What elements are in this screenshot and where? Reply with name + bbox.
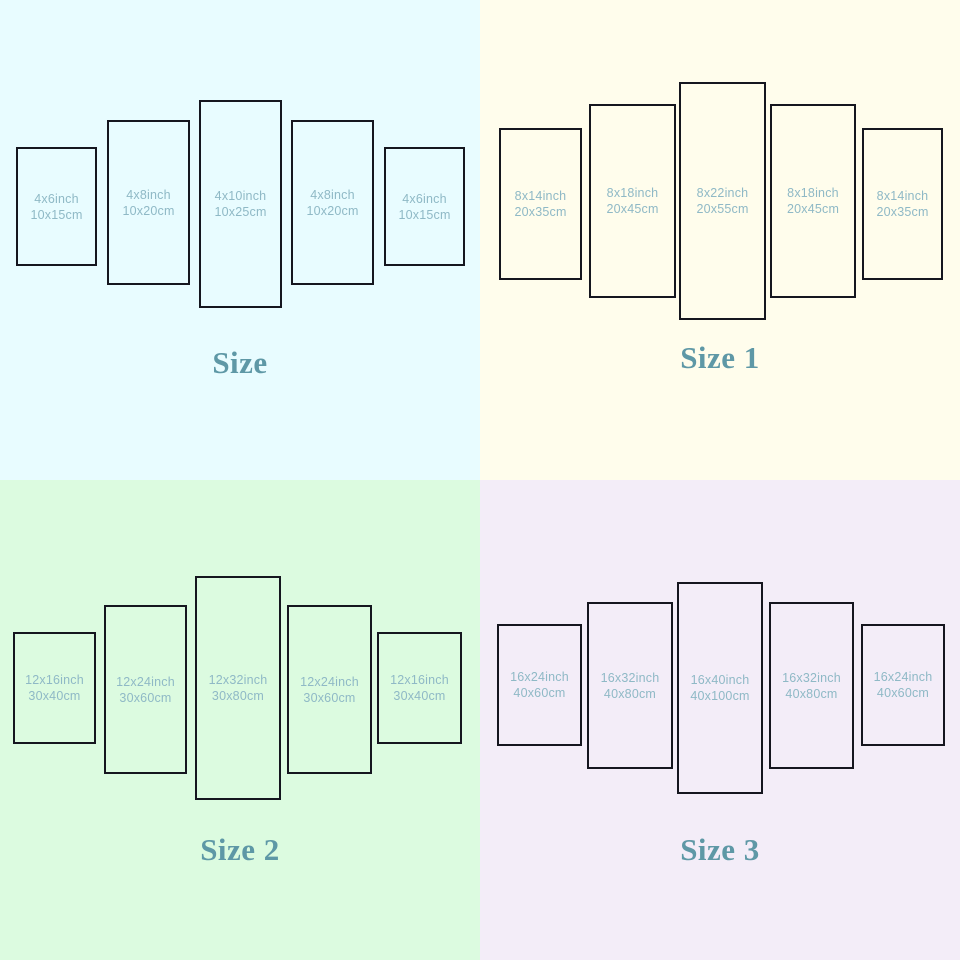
panel-size-centimeters: 20x55cm: [696, 202, 749, 216]
panel-size-centimeters: 30x40cm: [28, 689, 81, 703]
panel-size-centimeters: 40x80cm: [785, 686, 838, 701]
panel-size-inches: 16x40inch: [690, 673, 750, 687]
canvas-panel[interactable]: 16x24inch 40x60cm: [497, 624, 582, 746]
panel-size-label: 4x10inch 10x25cm: [214, 188, 266, 220]
panel-size-centimeters: 30x40cm: [393, 689, 446, 703]
panel-size-centimeters: 40x100cm: [690, 689, 750, 703]
panel-size-centimeters: 20x45cm: [786, 202, 840, 216]
panel-size-label: 8x14inch 20x35cm: [514, 188, 566, 220]
panel-size-centimeters: 20x35cm: [514, 205, 567, 219]
canvas-panel[interactable]: 12x16inch 30x40cm: [377, 632, 462, 744]
panel-size-centimeters: 20x35cm: [876, 205, 929, 219]
panel-size-inches: 4x8inch: [310, 187, 355, 202]
canvas-panel[interactable]: 8x14inch 20x35cm: [499, 128, 582, 280]
panel-size-inches: 4x8inch: [126, 187, 171, 202]
canvas-panel[interactable]: 4x10inch 10x25cm: [199, 100, 282, 308]
panel-size-inches: 8x22inch: [696, 186, 749, 200]
panel-group-size-1: 8x14inch 20x35cm 8x18inch 20x45cm 8x22inch 20…: [480, 0, 960, 480]
panel-size-centimeters: 40x60cm: [513, 686, 566, 700]
canvas-panel[interactable]: 12x32inch 30x80cm: [195, 576, 281, 800]
panel-size-inches: 12x16inch: [390, 673, 449, 687]
canvas-panel[interactable]: 8x18inch 20x45cm: [589, 104, 676, 298]
panel-size-inches: 12x16inch: [25, 673, 84, 687]
panel-size-inches: 12x24inch: [300, 674, 359, 689]
panel-size-inches: 8x14inch: [514, 189, 567, 203]
panel-size-centimeters: 40x60cm: [876, 686, 930, 700]
panel-size-label: 12x16inch 30x40cm: [25, 672, 84, 704]
panel-size-centimeters: 30x60cm: [303, 690, 356, 705]
panel-size-label: 16x40inch 40x100cm: [690, 672, 749, 704]
panel-size-inches: 8x14inch: [876, 189, 929, 203]
panel-size-inches: 8x18inch: [787, 186, 839, 200]
panel-size-centimeters: 10x15cm: [30, 207, 83, 222]
canvas-panel[interactable]: 12x16inch 30x40cm: [13, 632, 96, 744]
quadrant-size-1: 8x14inch 20x35cm 8x18inch 20x45cm 8x22inch 20…: [480, 0, 960, 480]
panel-size-inches: 8x18inch: [606, 186, 659, 200]
panel-size-centimeters: 10x15cm: [398, 207, 451, 222]
panel-size-label: 8x18inch 20x45cm: [606, 185, 658, 217]
quadrant-title-size: Size: [212, 345, 268, 380]
canvas-panel[interactable]: 8x22inch 20x55cm: [679, 82, 766, 320]
panel-size-centimeters: 10x20cm: [122, 203, 175, 218]
panel-size-centimeters: 20x45cm: [606, 202, 659, 216]
panel-size-inches: 4x10inch: [214, 189, 267, 203]
panel-size-inches: 12x32inch: [208, 673, 268, 687]
panel-size-label: 8x22inch 20x55cm: [696, 185, 748, 217]
quadrant-title-size-1: Size 1: [680, 340, 760, 375]
panel-size-inches: 4x6inch: [402, 191, 447, 206]
panel-size-label: 12x32inch 30x80cm: [209, 672, 268, 704]
panel-size-label: 8x18inch 20x45cm: [787, 185, 839, 217]
panel-size-centimeters: 30x80cm: [211, 689, 265, 703]
panel-size-inches: 16x32inch: [782, 670, 841, 685]
panel-size-inches: 12x24inch: [116, 674, 175, 689]
panel-size-inches: 16x24inch: [873, 670, 933, 684]
panel-size-centimeters: 40x80cm: [603, 686, 657, 701]
panel-size-label: 12x16inch 30x40cm: [390, 672, 449, 704]
quadrant-title-size-3: Size 3: [680, 832, 760, 867]
panel-size-label: 8x14inch 20x35cm: [876, 188, 928, 220]
quadrant-title-size-2: Size 2: [200, 832, 280, 867]
panel-size-inches: 16x32inch: [600, 670, 660, 685]
canvas-panel[interactable]: 8x14inch 20x35cm: [862, 128, 943, 280]
canvas-panel[interactable]: 8x18inch 20x45cm: [770, 104, 856, 298]
panel-size-centimeters: 10x25cm: [214, 205, 267, 219]
panel-size-inches: 4x6inch: [34, 191, 79, 206]
panel-size-label: 16x24inch 40x60cm: [510, 669, 569, 701]
panel-size-centimeters: 10x20cm: [306, 203, 359, 218]
canvas-panel[interactable]: 16x24inch 40x60cm: [861, 624, 945, 746]
panel-size-inches: 16x24inch: [510, 670, 569, 684]
panel-size-label: 16x24inch 40x60cm: [874, 669, 933, 701]
canvas-panel[interactable]: 16x40inch 40x100cm: [677, 582, 763, 794]
panel-size-centimeters: 30x60cm: [119, 690, 172, 705]
